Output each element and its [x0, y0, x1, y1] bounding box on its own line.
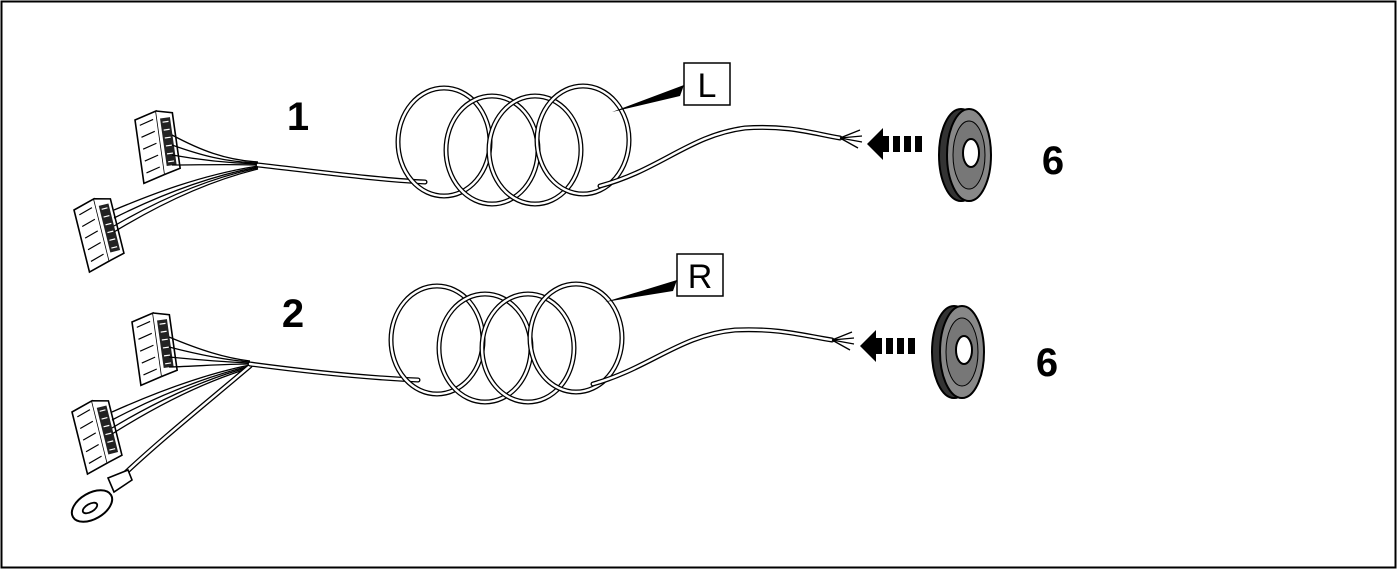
harness-2: R 2 6	[69, 253, 1058, 523]
harness-2-lower-connector	[69, 396, 126, 475]
harness-1-side-tag: L	[698, 67, 717, 105]
harness-2-number: 2	[282, 292, 304, 336]
harness-1-lower-connector	[71, 194, 128, 273]
harness-1-insert-arrow-icon	[867, 128, 922, 160]
harness-2-grommet-number: 6	[1036, 341, 1058, 385]
harness-1-number: 1	[287, 95, 309, 139]
harness-1-leader-line	[612, 85, 684, 112]
harness-1-side-tag-box	[683, 62, 731, 106]
harness-1-grommet-number: 6	[1042, 139, 1064, 183]
harness-2-grommet	[931, 305, 985, 399]
harness-2-fan-wires	[111, 336, 251, 435]
harness-1-cable	[255, 86, 863, 204]
harness-1-fan-wires	[113, 134, 259, 233]
harness-2-side-tag: R	[688, 258, 713, 296]
harness-1: L 1 6	[71, 62, 1064, 273]
harness-2-insert-arrow-icon	[860, 330, 915, 362]
harness-1-grommet	[938, 108, 992, 202]
harness-2-ring-terminal	[70, 363, 253, 523]
harness-2-cable	[247, 284, 855, 402]
harness-2-leader-line	[605, 280, 677, 302]
harness-2-side-tag-box	[676, 253, 724, 297]
